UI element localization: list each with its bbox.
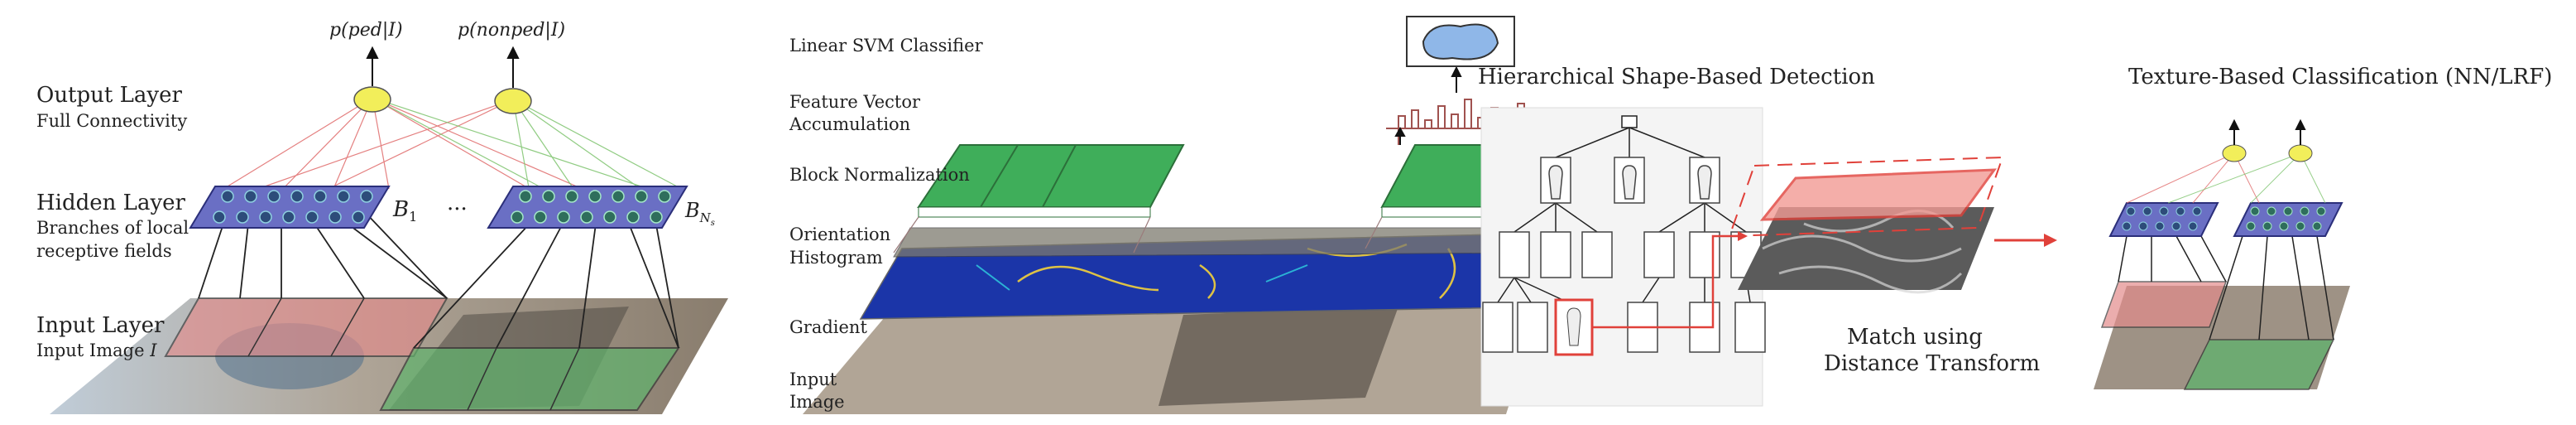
input-layer-sub: Input Image I [36, 340, 157, 360]
output-ped-label: p(ped|I) [329, 20, 403, 41]
orientation-label-2: Histogram [789, 248, 883, 268]
pedestrian-silhouette-icon [1482, 157, 1766, 353]
texture-output-neuron-1 [2222, 144, 2247, 162]
cnn-panel: p(ped|I) p(nonped|I) Output Layer Full C… [0, 0, 745, 425]
svm-cluster-icon [1422, 23, 1499, 60]
match-label-1: Match using [1847, 325, 1983, 350]
output-neuron-nonped [494, 88, 532, 114]
texture-classification-title: Texture-Based Classification (NN/LRF) [2128, 65, 2553, 89]
shape-texture-panel: Hierarchical Shape-Based Detection Textu… [1465, 0, 2576, 425]
texture-rf-green [2183, 339, 2335, 390]
feature-vector-label-2: Accumulation [789, 114, 911, 134]
hidden-layer-title: Hidden Layer [36, 191, 185, 215]
matched-shape-overlay [1759, 168, 1998, 221]
svm-label: Linear SVM Classifier [789, 36, 983, 56]
hidden-layer-sub2: receptive fields [36, 241, 172, 261]
texture-rf-red [2100, 281, 2228, 328]
input-image-label-1: Input [789, 369, 837, 389]
output-neuron-ped [353, 86, 391, 113]
hidden-layer-sub1: Branches of local [36, 218, 189, 238]
hog-diagram [803, 16, 1599, 414]
shape-texture-diagram [1480, 107, 2350, 407]
match-label-2: Distance Transform [1824, 351, 2041, 376]
input-image-label-2: Image [789, 392, 845, 412]
hog-panel: Linear SVM Classifier Feature Vector Acc… [770, 0, 1713, 425]
branch-bn-label: BNs [685, 199, 715, 228]
texture-output-neuron-2 [2288, 144, 2313, 162]
distance-transform-plane [1738, 207, 1994, 290]
receptive-field-red [164, 297, 449, 357]
shape-detection-title: Hierarchical Shape-Based Detection [1478, 65, 1875, 89]
input-layer-title: Input Layer [36, 313, 165, 338]
ellipsis: ··· [447, 197, 468, 222]
right-arrow-icon [1994, 234, 2057, 247]
output-layer-title: Output Layer [36, 83, 182, 108]
feature-vector-label-1: Feature Vector [789, 92, 921, 112]
output-nonped-label: p(nonped|I) [458, 20, 566, 41]
block-normalization-label: Block Normalization [789, 165, 970, 185]
orientation-label-1: Orientation [789, 225, 891, 244]
gradient-label: Gradient [789, 317, 867, 337]
output-layer-sub: Full Connectivity [36, 111, 188, 131]
cnn-diagram [50, 46, 728, 414]
branch-b1-label: B1 [393, 197, 418, 225]
up-arrow-icon [1451, 65, 1462, 77]
receptive-field-green [379, 347, 680, 411]
match-connector [1592, 234, 1738, 329]
up-arrow-icon [366, 46, 520, 88]
up-arrow-icon [2228, 118, 2306, 145]
